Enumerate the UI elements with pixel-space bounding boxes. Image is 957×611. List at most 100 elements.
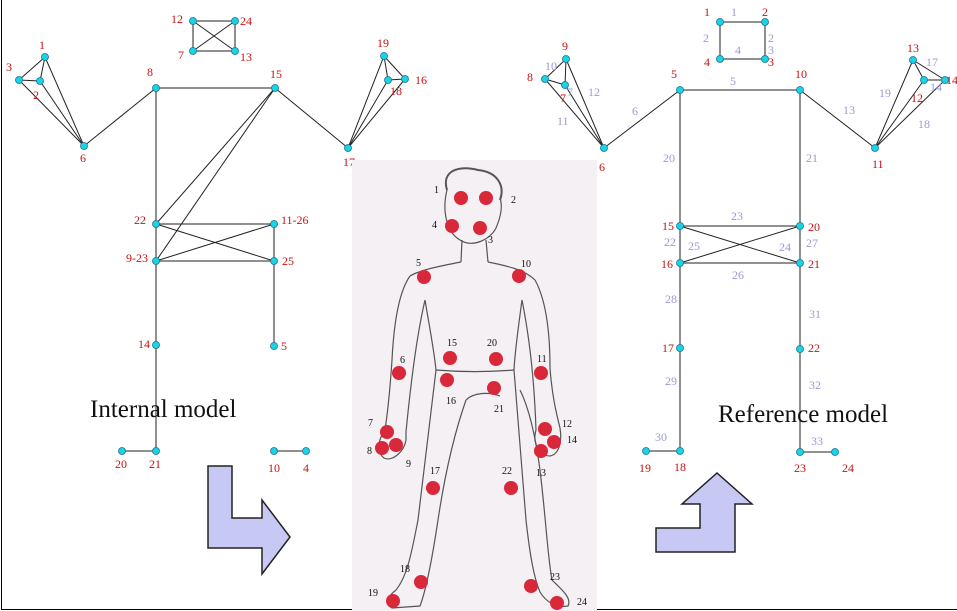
internal-edges [18,20,406,452]
edge-label-24: 24 [779,240,791,254]
body-label-23: 23 [550,572,560,583]
internal-label-16: 16 [415,73,427,87]
body-markers [375,191,564,610]
internal-label-11-26: 11-26 [281,213,309,227]
body-label-22: 22 [502,466,512,477]
internal-model-title: Internal model [90,396,237,423]
reference-label-3: 3 [768,55,774,69]
internal-label-19: 19 [377,36,389,50]
body-label-21: 21 [494,404,504,415]
body-label-5: 5 [416,258,421,269]
edge-label-14: 14 [930,80,942,94]
internal-label-9-23: 9-23 [126,251,148,265]
reference-label-2: 2 [762,5,768,19]
internal-label-13: 13 [240,50,252,64]
internal-label-20: 20 [115,457,127,471]
body-label-20: 20 [487,338,497,349]
edge-label-19: 19 [879,86,891,100]
reference-label-20: 20 [808,220,820,234]
reference-label-6: 6 [599,160,605,174]
internal-label-10: 10 [268,461,280,475]
edge-label-2: 2 [768,31,774,45]
edge-label-28: 28 [665,292,677,306]
edge-label-18: 18 [918,117,930,131]
edge-label-4: 4 [735,43,741,57]
internal-label-21: 21 [149,457,161,471]
body-label-18: 18 [400,564,410,575]
reference-label-9: 9 [562,39,568,53]
body-label-3: 3 [488,235,493,246]
edge-label-22: 22 [664,235,676,249]
internal-label-7: 7 [178,48,184,62]
reference-label-17: 17 [662,341,674,355]
body-label-10: 10 [521,259,531,270]
edge-label-30: 30 [655,430,667,444]
reference-label-8: 8 [527,70,533,84]
body-label-24: 24 [577,597,587,608]
body-label-14: 14 [567,435,577,446]
internal-label-8: 8 [147,65,153,79]
edge-label-31: 31 [809,307,821,321]
reference-label-13: 13 [907,41,919,55]
internal-node-labels: 1 3 2 6 8 15 19 16 18 17 12 24 7 13 22 1… [6,12,427,475]
edge-label-3: 3 [768,43,774,57]
reference-model-graph: 1 2 4 3 9 8 7 5 10 6 13 14 12 11 15 20 1… [527,5,957,475]
reference-label-24: 24 [842,461,854,475]
internal-label-25: 25 [282,254,294,268]
reference-edge-labels: 1 2 3 4 2 5 6 7 10 11 12 13 14 17 18 19 … [545,5,942,448]
edge-label-29: 29 [665,374,677,388]
body-label-16: 16 [446,396,456,407]
reference-label-1: 1 [704,5,710,19]
edge-label-26: 26 [732,268,744,282]
edge-label-25: 25 [688,239,700,253]
edge-label-11: 11 [557,114,569,128]
reference-label-18: 18 [674,460,686,474]
edge-label-5: 5 [730,74,736,88]
edge-label-12: 12 [588,85,600,99]
body-label-11: 11 [537,354,547,365]
reference-label-19: 19 [639,461,651,475]
reference-label-22: 22 [808,341,820,355]
edge-label-10: 10 [545,59,557,73]
edge-label-17: 17 [926,55,938,69]
edge-label-1: 1 [731,5,737,19]
body-label-15: 15 [447,338,457,349]
body-marker-labels: 1 2 3 4 5 6 7 8 9 10 11 12 13 14 15 16 1… [367,185,587,608]
body-label-8: 8 [367,446,372,457]
body-label-4: 4 [432,220,437,231]
reference-label-5: 5 [671,67,677,81]
reference-nodes [541,18,949,456]
edge-label-2b: 2 [703,31,709,45]
internal-nodes [15,17,409,455]
body-label-19: 19 [368,588,378,599]
reference-label-21: 21 [808,257,820,271]
internal-label-1: 1 [39,38,45,52]
internal-label-15: 15 [270,67,282,81]
edge-label-27: 27 [806,236,818,250]
internal-model-graph: 1 3 2 6 8 15 19 16 18 17 12 24 7 13 22 1… [6,12,427,475]
body-figure-background [352,160,597,611]
body-label-7: 7 [368,418,373,429]
reference-label-23: 23 [794,461,806,475]
edge-label-13: 13 [843,103,855,117]
internal-label-2: 2 [33,88,39,102]
body-label-13: 13 [536,468,546,479]
internal-label-5: 5 [281,339,287,353]
internal-label-3: 3 [6,60,12,74]
reference-edges [544,21,946,453]
internal-label-4: 4 [303,461,309,475]
reference-label-15: 15 [662,219,674,233]
body-label-1: 1 [434,185,439,196]
reference-label-4: 4 [704,55,710,69]
body-label-6: 6 [400,355,405,366]
arrow-left-icon [207,465,291,577]
reference-label-16: 16 [661,257,673,271]
internal-label-18: 18 [390,84,402,98]
internal-label-24: 24 [240,14,252,28]
internal-label-12: 12 [171,12,183,26]
internal-label-14: 14 [138,337,150,351]
edge-label-20: 20 [663,151,675,165]
arrow-right-icon [655,471,754,553]
